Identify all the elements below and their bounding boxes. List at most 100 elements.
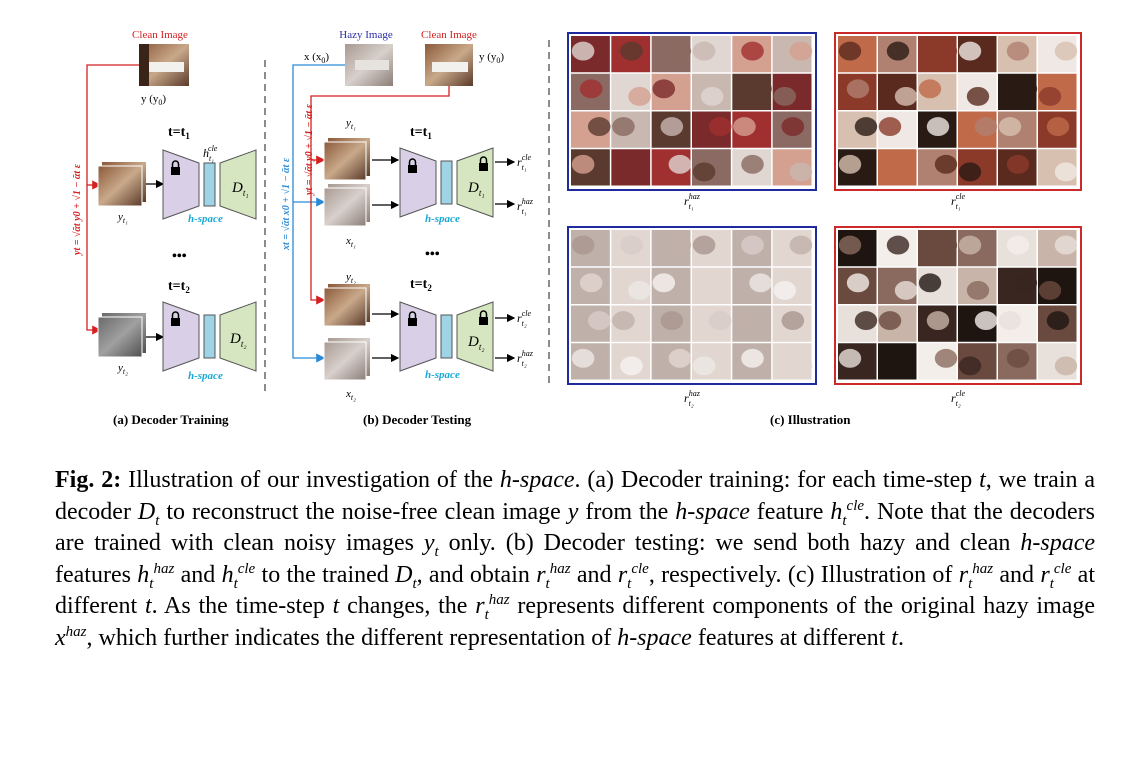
grid-tile-blob	[660, 311, 684, 331]
svg-text:yt₁: yt₁	[345, 117, 356, 131]
grid-tile-blob	[620, 162, 643, 182]
grid-tile-blob	[918, 273, 942, 293]
ellipsis-b: •••	[425, 247, 440, 262]
h-space-label-a2: h-space	[188, 370, 223, 382]
red-noise-path-b	[310, 86, 450, 305]
grid-tile-blob	[571, 41, 595, 61]
svg-text:rt₂haz: rt₂haz	[517, 349, 534, 368]
grid-tile-blob	[789, 41, 813, 61]
grid-tile-blob	[934, 348, 958, 368]
noisy-image-t1	[97, 162, 146, 207]
grid-tile-blob	[668, 348, 692, 368]
grid-tile-blob	[886, 162, 910, 182]
svg-text:rt₁haz: rt₁haz	[684, 192, 701, 211]
grid-tile-blob	[926, 117, 950, 137]
grid-tile-blob	[628, 280, 651, 300]
grid-tile-blob	[886, 235, 910, 255]
svg-text:yt₁: yt₁	[117, 211, 128, 225]
blue-noise-path	[292, 64, 345, 363]
svg-text:rt₁cle: rt₁cle	[951, 192, 965, 211]
decoder-t2-a	[219, 301, 257, 372]
grid-tile-blob	[789, 356, 813, 376]
grid-tile-blob	[1046, 311, 1070, 331]
grid-tile-blob	[773, 280, 797, 300]
train-equation: yt = √ᾱt y0 + √1 − ᾱt ε	[72, 163, 83, 256]
latent-h-t1-a	[203, 162, 216, 207]
panel-c-title: (c) Illustration	[770, 412, 851, 427]
decoder-t1-a	[219, 149, 257, 220]
grid-tile-blob	[587, 311, 611, 331]
grid-tile-blob	[652, 79, 676, 99]
svg-text:rt₂haz: rt₂haz	[684, 389, 701, 408]
grid-tile-blob	[998, 311, 1022, 331]
grid-tile-blob	[1006, 348, 1030, 368]
grid-tile-blob	[838, 348, 862, 368]
grid-tile-blob	[781, 311, 805, 331]
grid-tile-blob	[878, 311, 902, 331]
grid-tile-blob	[749, 273, 772, 293]
grid-tile-blob	[781, 117, 805, 137]
grid-tile-blob	[838, 154, 862, 174]
grid-tile-blob	[700, 280, 724, 300]
svg-text:yt₂: yt₂	[117, 362, 128, 376]
grid-tile-blob	[612, 311, 635, 331]
encoder-t1-a	[162, 149, 200, 220]
grid-tile-blob	[1038, 86, 1062, 106]
hazy-image-thumbnail	[345, 44, 393, 86]
t1-label-a: t=t1	[168, 125, 190, 141]
grid-tile-blob	[620, 356, 643, 376]
grid-tile-blob	[708, 117, 732, 137]
grid-tile-blob	[652, 273, 676, 293]
grid-tile-blob	[741, 235, 764, 255]
figure-diagram: Clean Image y (y0) yt = √ᾱt y0 + √1 − ᾱt…	[72, 29, 1082, 427]
ellipsis-a: •••	[172, 249, 187, 264]
grid-tile-blob	[846, 273, 870, 293]
t2-label-b: t=t2	[410, 277, 432, 293]
grid-tile-blob	[966, 86, 990, 106]
grid-tile-blob	[894, 86, 918, 106]
latent-t1-b	[440, 160, 453, 205]
grid-tile-blob	[854, 311, 878, 331]
grid-tile-blob	[838, 41, 862, 61]
grid-tile-blob	[612, 117, 635, 137]
grid-tile-blob	[918, 79, 942, 99]
grid-tile-blob	[571, 154, 595, 174]
svg-text:yt₂: yt₂	[345, 271, 356, 285]
grid-tile-blob	[854, 117, 878, 137]
grid-tile-blob	[1006, 154, 1030, 174]
noisy-image-t2	[97, 313, 146, 358]
grid-tile-blob	[966, 280, 990, 300]
h-space-label-b1: h-space	[425, 213, 460, 225]
clean-image-label: Clean Image	[132, 29, 188, 41]
svg-text:rt₁cle: rt₁cle	[517, 153, 531, 172]
grid-tile-blob	[692, 235, 716, 255]
panel-b-title: (b) Decoder Testing	[363, 412, 472, 427]
grid-tile-blob	[692, 41, 716, 61]
grid-tile-blob	[628, 86, 651, 106]
grid-tile-blob	[789, 235, 813, 255]
latent-t2-b	[440, 314, 453, 359]
latent-h-t2-a	[203, 314, 216, 359]
clean-image-thumbnail	[139, 44, 189, 86]
grid-tile-blob	[974, 311, 998, 331]
clean-image-label-b: Clean Image	[421, 29, 477, 41]
grid-tile-blob	[668, 235, 692, 255]
svg-text:rt₁haz: rt₁haz	[517, 197, 534, 216]
grid-tile-blob	[926, 311, 950, 331]
grid-tile-blob	[846, 79, 870, 99]
grid-tile-blob	[1006, 235, 1030, 255]
lock-icon	[171, 311, 180, 326]
grid-tile-blob	[934, 41, 958, 61]
grid-tile-blob	[700, 86, 724, 106]
encoder-t1-b	[399, 147, 437, 218]
grid-tile-blob	[708, 311, 732, 331]
grid-tile-blob	[1046, 117, 1070, 137]
panel-c-illustration: rt₁haz rt₁cle rt₂haz rt₂cle (c) Illustra…	[567, 32, 1082, 427]
grid-tile-blob	[789, 162, 813, 182]
grid-tile-blob	[886, 356, 910, 376]
grid-tile-blob	[958, 162, 982, 182]
t1-label-b: t=t1	[410, 125, 432, 141]
grid-tile-blob	[886, 41, 910, 61]
grid-tile-blob	[894, 280, 918, 300]
grid-tile-blob	[934, 154, 958, 174]
